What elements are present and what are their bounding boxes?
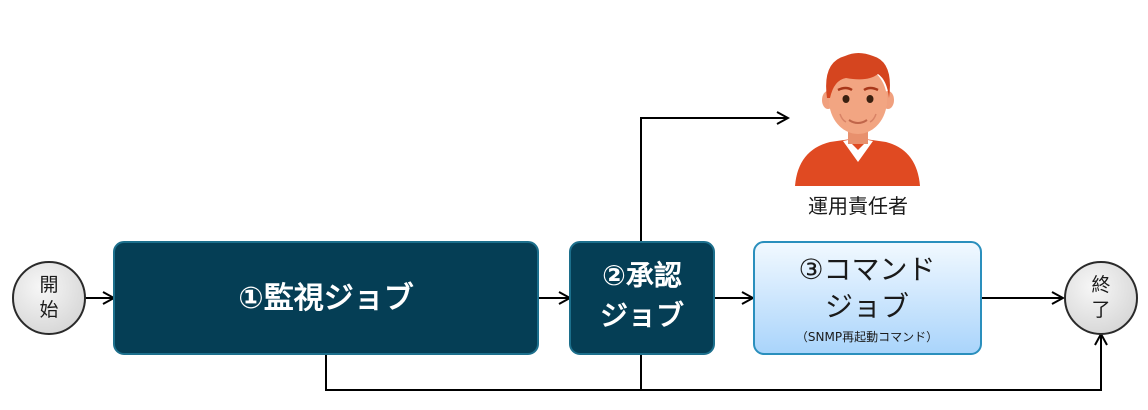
job2-label-line1: ②承認: [602, 259, 682, 292]
job2-approval: ②承認 ジョブ: [569, 241, 715, 355]
job3-command: ③コマンド ジョブ （SNMP再起動コマンド）: [753, 241, 982, 355]
start-label-line2: 始: [39, 299, 58, 321]
job3-label-line1: ③コマンド: [798, 253, 935, 286]
start-label-line1: 開: [39, 274, 58, 296]
job3-sublabel: （SNMP再起動コマンド）: [796, 330, 938, 344]
arrow-job2-to-manager: [640, 118, 788, 241]
job2-label-line2: ジョブ: [600, 299, 684, 332]
person-icon: [795, 53, 920, 186]
end-label-line1: 終: [1091, 274, 1110, 296]
job1-label: ①監視ジョブ: [238, 281, 413, 316]
end-node: 終 了: [1064, 261, 1138, 335]
start-node: 開 始: [12, 261, 86, 335]
job1-monitor: ①監視ジョブ: [113, 241, 539, 355]
arrow-job1-bypass-to-end: [325, 334, 1101, 391]
end-label-line2: 了: [1091, 299, 1110, 321]
person-label: 運用責任者: [808, 194, 908, 218]
connectors: [85, 118, 1101, 391]
job3-label-line2: ジョブ: [825, 290, 909, 323]
